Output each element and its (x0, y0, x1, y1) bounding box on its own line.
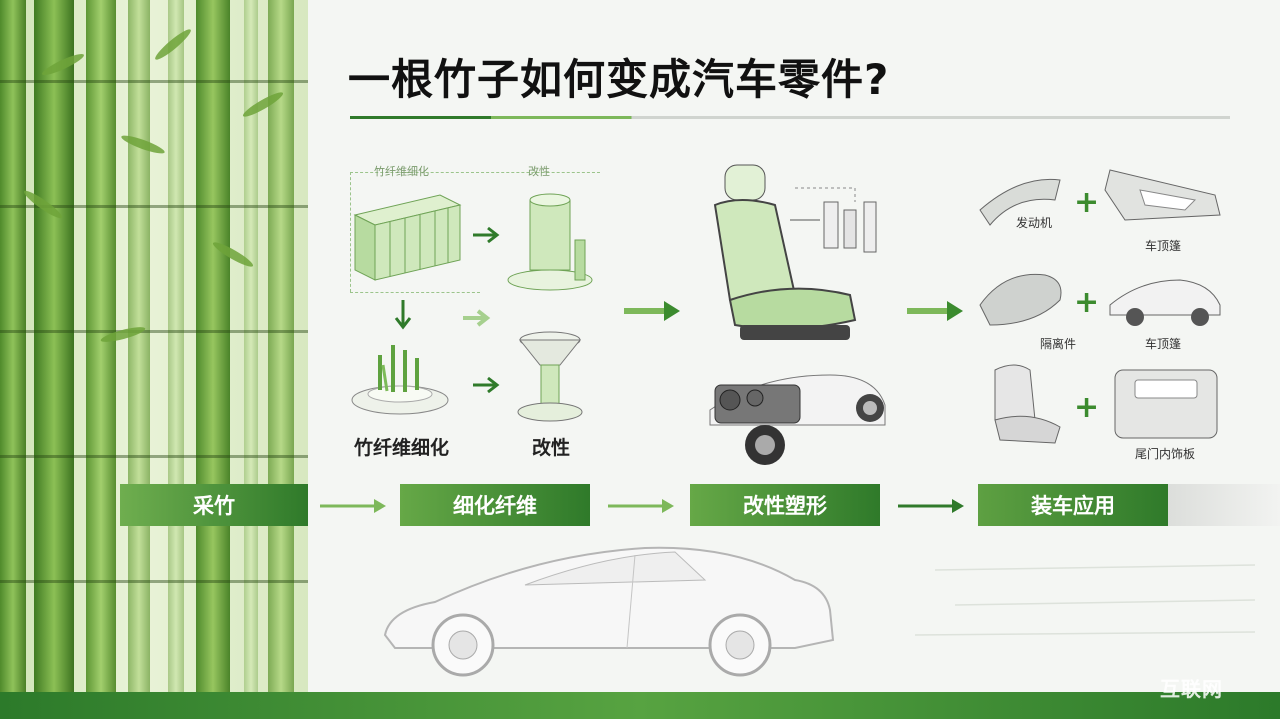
stage-arrow (320, 499, 386, 513)
car-sketch (383, 546, 1256, 677)
parts-illustration (979, 169, 1221, 444)
seat-and-engine-illustration (709, 164, 886, 465)
tiny-label-fiber: 竹纤维细化 (374, 165, 429, 178)
part-label-headliner-2: 车顶篷 (1145, 337, 1182, 351)
plus-icon: + (1074, 285, 1100, 320)
part-label-headliner: 车顶篷 (1145, 239, 1182, 253)
stage-refine-fiber: 细化纤维 (400, 484, 590, 526)
arrow-to-parts (907, 301, 963, 321)
part-label-isolator: 隔离件 (1040, 337, 1077, 351)
stage-modify-shape: 改性塑形 (690, 484, 880, 526)
dashed-frame-left (350, 172, 351, 292)
bamboo-photo (0, 0, 308, 692)
stage-arrow (608, 499, 674, 513)
dashed-frame-bottom (350, 292, 480, 293)
bottom-bar (0, 692, 1280, 719)
title-underline (350, 116, 1230, 119)
fiber-refining-label: 竹纤维细化 (354, 437, 450, 459)
fiber-process-illustration (351, 193, 593, 422)
stage-arrow (898, 499, 964, 513)
stage-bar-tail (1168, 484, 1280, 526)
plus-icon: + (1074, 390, 1100, 425)
page-title: 一根竹子如何变成汽车零件? (348, 55, 890, 104)
arrow-to-seat (624, 301, 680, 321)
part-label-tailgate-panel: 尾门内饰板 (1135, 447, 1196, 461)
watermark: 互联网 (1160, 677, 1223, 701)
tiny-label-modify: 改性 (528, 165, 550, 178)
dashed-frame-top (350, 172, 600, 173)
plus-icon: + (1074, 185, 1100, 220)
stage-harvest: 采竹 (120, 484, 308, 526)
stage-install: 装车应用 (978, 484, 1168, 526)
part-label-engine: 发动机 (1016, 216, 1053, 230)
modification-label: 改性 (532, 437, 571, 459)
